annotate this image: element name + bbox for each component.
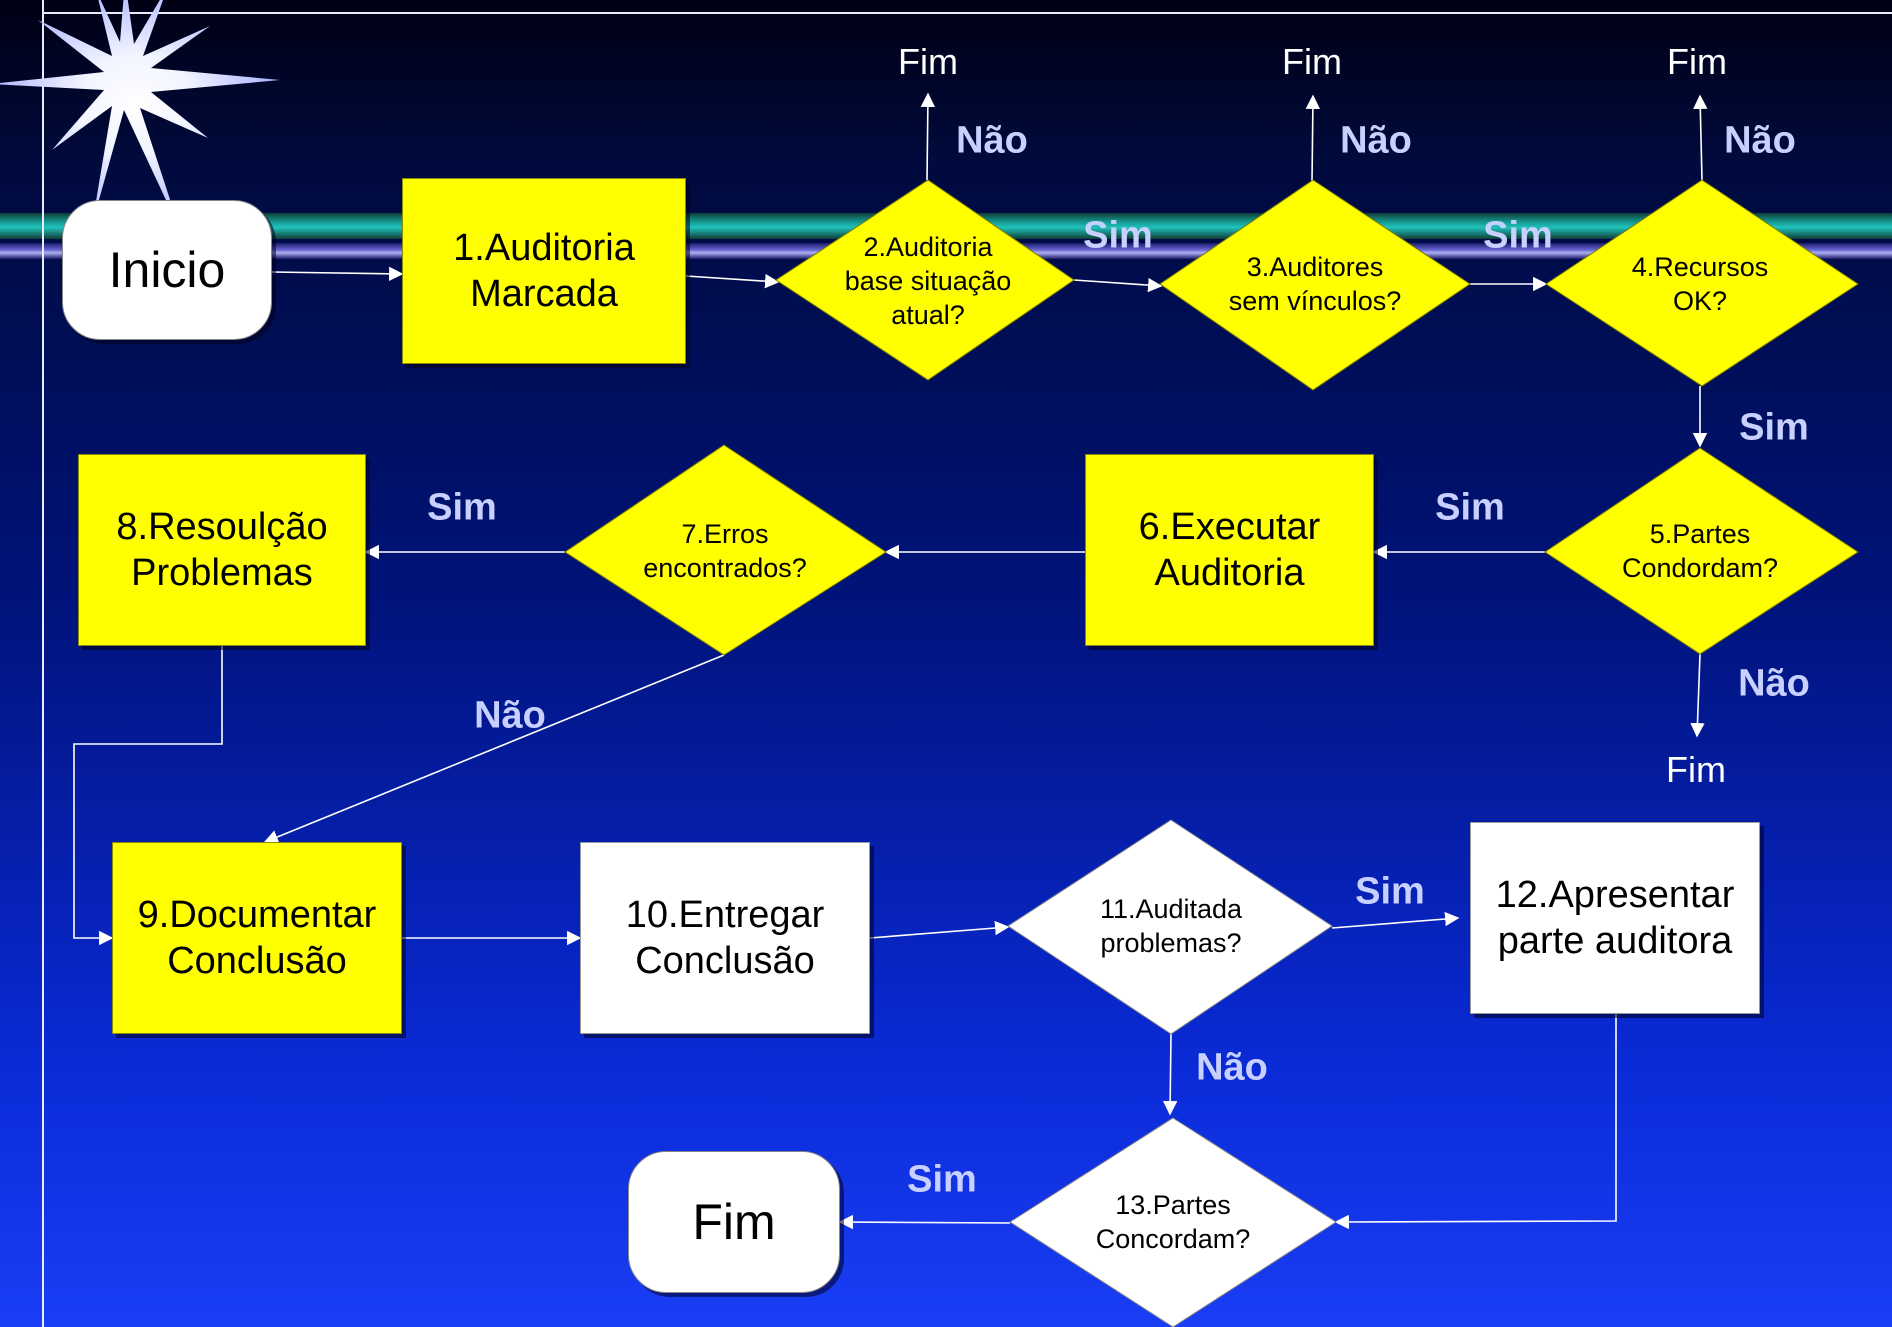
decision-3-shape bbox=[1159, 179, 1471, 391]
end-fim-4: Fim bbox=[1667, 41, 1727, 82]
label-sim-3-4: Sim bbox=[1483, 214, 1553, 257]
end-terminal: Fim bbox=[628, 1151, 840, 1293]
end-fim-3: Fim bbox=[1282, 41, 1342, 82]
arrow-inicio-1 bbox=[271, 266, 404, 281]
start-label: Inicio bbox=[108, 241, 226, 298]
process-6-executar-auditoria: 6.Executar Auditoria bbox=[1085, 454, 1374, 646]
decision-11-shape bbox=[1007, 819, 1333, 1035]
process-1-label: 1.Auditoria Marcada bbox=[453, 226, 635, 315]
decision-11-label: 11.Auditada problemas? bbox=[1099, 894, 1243, 958]
arrow-11-13 bbox=[1162, 1033, 1178, 1116]
decision-3: 3.Auditores sem vínculos? bbox=[1205, 240, 1425, 330]
frame-top-line bbox=[42, 12, 1892, 14]
arrow-8-9 bbox=[73, 646, 223, 946]
label-sim-11-12: Sim bbox=[1355, 870, 1425, 913]
label-nao-3: Não bbox=[1340, 119, 1412, 162]
label-sim-7-8: Sim bbox=[427, 486, 497, 529]
decision-2-label: 2.Auditoria base situação atual? bbox=[844, 232, 1012, 330]
arrow-13-fim bbox=[838, 1214, 1011, 1230]
decision-13-label: 13.Partes Concordam? bbox=[1095, 1190, 1251, 1254]
decision-7-label: 7.Erros encontrados? bbox=[643, 519, 807, 583]
decision-4-shape bbox=[1545, 179, 1859, 387]
arrow-1-2 bbox=[685, 273, 780, 289]
process-9-label: 9.Documentar Conclusão bbox=[137, 893, 377, 982]
process-10-entregar-conclusao: 10.Entregar Conclusão bbox=[580, 842, 870, 1034]
star-icon bbox=[0, 0, 280, 230]
process-8-resolucao-problemas: 8.Resoulção Problemas bbox=[78, 454, 366, 646]
label-nao-5: Não bbox=[1738, 662, 1810, 705]
decision-2-shape bbox=[775, 179, 1075, 381]
arrow-5-fim bbox=[1690, 653, 1705, 738]
label-sim-4-5: Sim bbox=[1739, 406, 1809, 449]
decision-2: 2.Auditoria base situação atual? bbox=[820, 222, 1036, 342]
process-10-label: 10.Entregar Conclusão bbox=[625, 893, 825, 982]
decision-11: 11.Auditada problemas? bbox=[1066, 882, 1276, 972]
arrow-12-13 bbox=[1334, 1014, 1617, 1230]
process-8-label: 8.Resoulção Problemas bbox=[116, 505, 328, 594]
arrow-2-3 bbox=[1073, 277, 1163, 293]
end-fim-2: Fim bbox=[898, 41, 958, 82]
process-12-apresentar-parte-auditora: 12.Apresentar parte auditora bbox=[1470, 822, 1760, 1014]
decision-5-label: 5.Partes Condordam? bbox=[1621, 519, 1779, 583]
label-nao-7: Não bbox=[474, 694, 546, 737]
label-nao-11: Não bbox=[1196, 1046, 1268, 1089]
label-nao-2: Não bbox=[956, 119, 1028, 162]
arrow-4-fim bbox=[1693, 94, 1708, 181]
decision-7: 7.Erros encontrados? bbox=[620, 507, 830, 597]
arrow-7-9 bbox=[263, 654, 725, 844]
start-terminal: Inicio bbox=[62, 200, 272, 340]
process-9-documentar-conclusao: 9.Documentar Conclusão bbox=[112, 842, 402, 1034]
process-6-label: 6.Executar Auditoria bbox=[1138, 505, 1321, 594]
decision-4-label: 4.Recursos OK? bbox=[1631, 252, 1769, 316]
end-label: Fim bbox=[692, 1193, 776, 1250]
decision-3-label: 3.Auditores sem vínculos? bbox=[1228, 252, 1402, 316]
label-sim-13-fim: Sim bbox=[907, 1158, 977, 1201]
arrow-11-12 bbox=[1331, 911, 1460, 929]
decision-7-shape bbox=[564, 444, 887, 656]
arrow-3-fim bbox=[1305, 94, 1321, 183]
label-sim-5-6: Sim bbox=[1435, 486, 1505, 529]
arrow-2-fim bbox=[920, 92, 936, 181]
label-nao-4: Não bbox=[1724, 119, 1796, 162]
label-sim-2-3: Sim bbox=[1083, 214, 1153, 257]
process-1-auditoria-marcada: 1.Auditoria Marcada bbox=[402, 178, 686, 364]
decision-5: 5.Partes Condordam? bbox=[1595, 507, 1805, 597]
decision-4: 4.Recursos OK? bbox=[1600, 240, 1800, 330]
decision-13-shape bbox=[1009, 1117, 1337, 1327]
process-12-label: 12.Apresentar parte auditora bbox=[1495, 873, 1735, 962]
decision-5-shape bbox=[1544, 447, 1859, 655]
frame-left-line bbox=[42, 0, 44, 1327]
arrow-10-11 bbox=[869, 920, 1010, 939]
end-fim-5: Fim bbox=[1666, 749, 1726, 790]
decision-13: 13.Partes Concordam? bbox=[1068, 1178, 1278, 1268]
